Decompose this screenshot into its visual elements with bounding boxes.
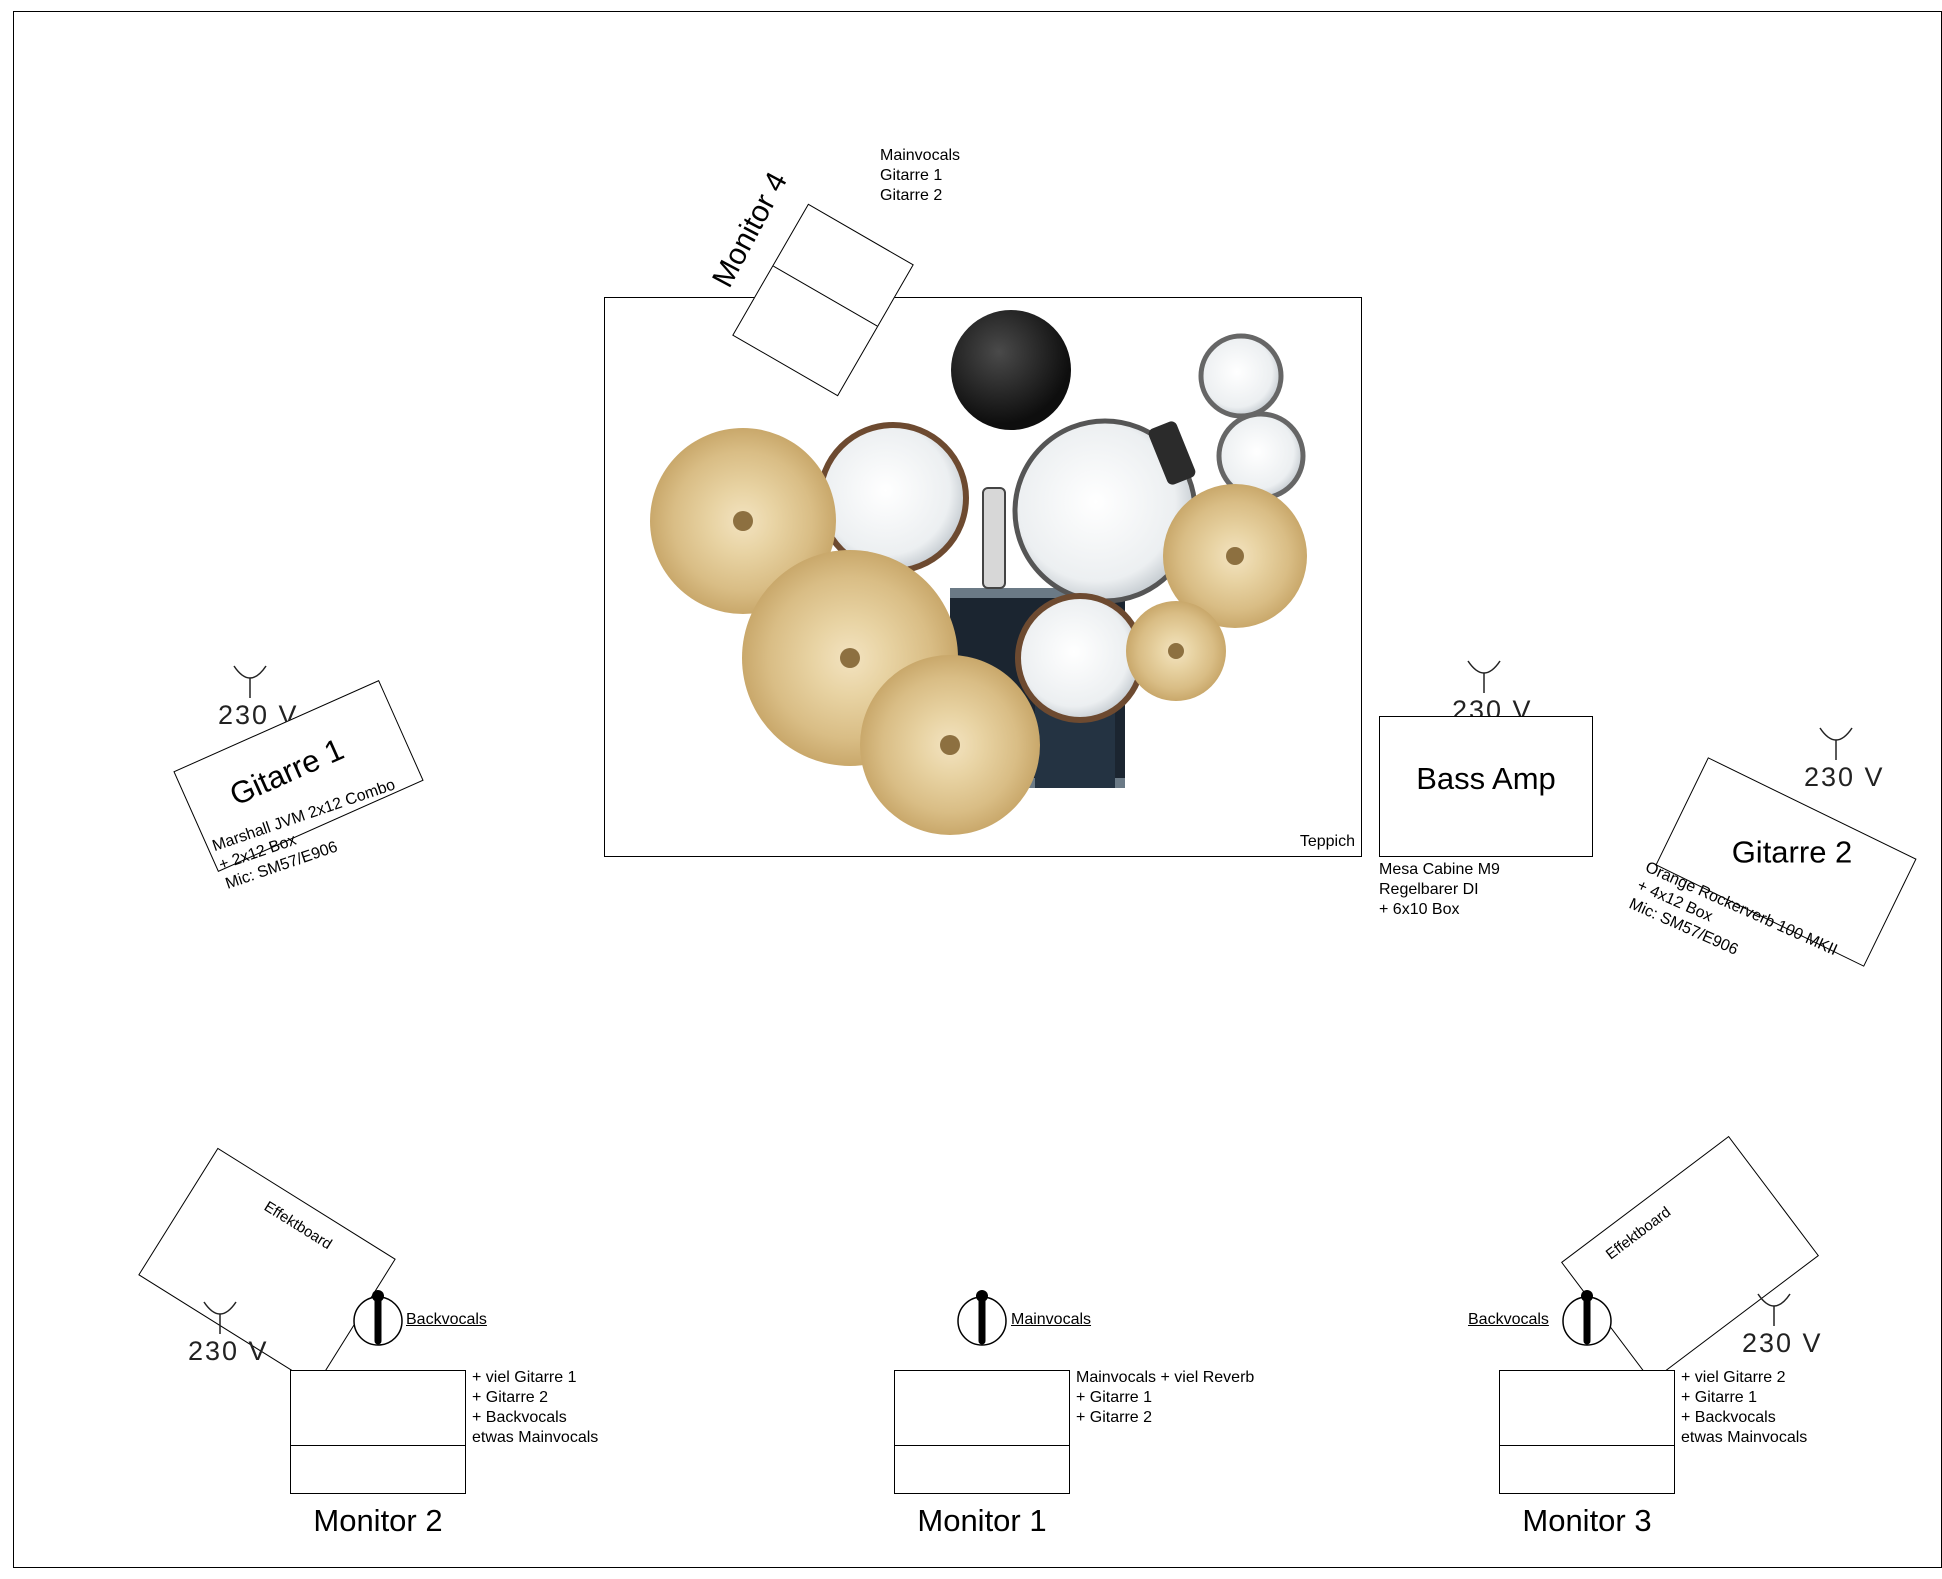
bass-detail-line: Mesa Cabine M9: [1379, 861, 1500, 878]
microphone-icon: [1562, 1290, 1612, 1346]
monitor-1-mix-line: + Gitarre 1: [1076, 1389, 1153, 1406]
monitor-3-mix-line: + viel Gitarre 2: [1681, 1369, 1786, 1386]
microphone-icon: [353, 1290, 403, 1346]
mic-backvocals-right: [1561, 1289, 1613, 1347]
monitor-4-mix-line: Gitarre 2: [880, 187, 943, 204]
monitor-4-mix-line: Gitarre 1: [880, 167, 943, 184]
monitor-3-wedge: [1499, 1370, 1675, 1494]
guitar-2-voltage: 230 V: [1804, 762, 1885, 792]
monitor-2-mix-line: + Backvocals: [472, 1409, 567, 1426]
monitor-1-mix-line: + Gitarre 2: [1076, 1409, 1153, 1426]
carpet-label: Teppich: [1299, 833, 1355, 850]
monitor-1-wedge: [894, 1370, 1070, 1494]
effectboard-left-voltage: 230 V: [188, 1336, 269, 1366]
power-outlet-icon: [1757, 1293, 1791, 1326]
monitor-1-mix: Mainvocals + viel Reverb + Gitarre 1 + G…: [1076, 1368, 1254, 1428]
power-outlet-icon: [203, 1301, 237, 1334]
bass-amp: Bass Amp: [1379, 716, 1593, 857]
power-outlet-icon: [233, 665, 267, 698]
mic-backvocals-right-label: Backvocals: [1468, 1311, 1549, 1328]
monitor-3-mix: + viel Gitarre 2 + Gitarre 1 + Backvocal…: [1681, 1368, 1807, 1448]
mic-mainvocals: [956, 1289, 1008, 1347]
power-outlet-icon: [1467, 660, 1501, 693]
monitor-2-mix-line: + viel Gitarre 1: [472, 1369, 577, 1386]
monitor-3-mix-line: + Backvocals: [1681, 1409, 1776, 1426]
bass-detail-line: Regelbarer DI: [1379, 881, 1479, 898]
power-outlet-icon: [1819, 727, 1853, 760]
drum-carpet: Teppich: [604, 297, 1362, 857]
mic-backvocals-left: [352, 1289, 404, 1347]
mic-mainvocals-label: Mainvocals: [1011, 1311, 1092, 1328]
effectboard-right-power: 230 V: [1742, 1288, 1832, 1358]
monitor-2-wedge: [290, 1370, 466, 1494]
monitor-1-mix-line: Mainvocals + viel Reverb: [1076, 1369, 1255, 1386]
monitor-2-mix-line: + Gitarre 2: [472, 1389, 549, 1406]
microphone-icon: [957, 1290, 1007, 1346]
monitor-2-mix: + viel Gitarre 1 + Gitarre 2 + Backvocal…: [472, 1368, 598, 1448]
monitor-3-label: Monitor 3: [1522, 1503, 1652, 1538]
effectboard-left-power: 230 V: [188, 1296, 278, 1366]
bass-detail-line: + 6x10 Box: [1379, 901, 1460, 918]
guitar-2-label: Gitarre 2: [1731, 834, 1853, 870]
drum-kit-image: [650, 310, 1307, 835]
guitar-2-power: 230 V: [1804, 722, 1894, 792]
monitor-2-label: Monitor 2: [313, 1503, 443, 1538]
effectboard-right-voltage: 230 V: [1742, 1328, 1823, 1358]
monitor-3-mix-line: + Gitarre 1: [1681, 1389, 1758, 1406]
bass-power: 230 V: [1452, 655, 1542, 725]
monitor-4-mix: Mainvocals Gitarre 1 Gitarre 2: [880, 146, 960, 206]
monitor-3-mix-line: etwas Mainvocals: [1681, 1429, 1808, 1446]
monitor-4-mix-line: Mainvocals: [880, 147, 961, 164]
bass-details: Mesa Cabine M9 Regelbarer DI + 6x10 Box: [1379, 860, 1500, 920]
bass-label: Bass Amp: [1416, 761, 1556, 796]
mic-backvocals-left-label: Backvocals: [406, 1311, 487, 1328]
monitor-2-mix-line: etwas Mainvocals: [472, 1429, 599, 1446]
monitor-1-label: Monitor 1: [917, 1503, 1047, 1538]
